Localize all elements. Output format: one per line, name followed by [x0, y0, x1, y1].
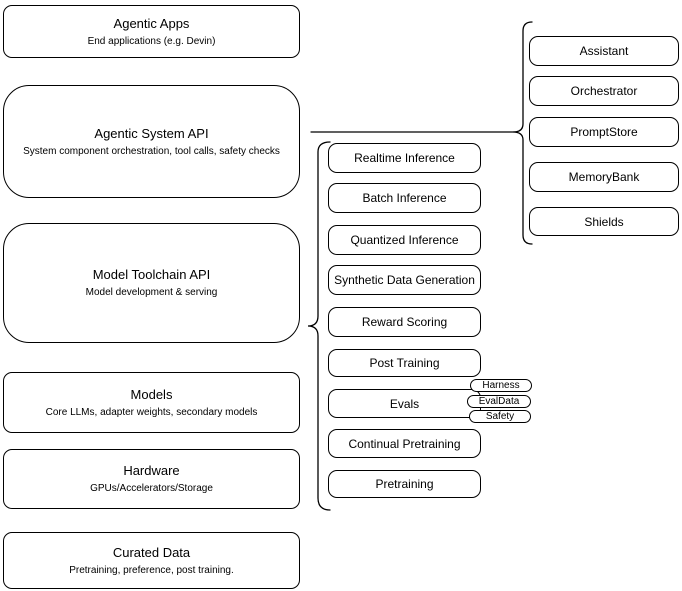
- node-subtitle: Model development & serving: [85, 287, 218, 298]
- node-label: Assistant: [579, 44, 629, 58]
- tag-safety: Safety: [469, 410, 531, 423]
- node-subtitle: Core LLMs, adapter weights, secondary mo…: [45, 406, 258, 418]
- node-orchestrator: Orchestrator: [529, 76, 679, 106]
- node-subtitle: Pretraining, preference, post training.: [69, 564, 234, 576]
- tag-label: EvalData: [478, 396, 520, 407]
- node-label: Evals: [389, 396, 420, 411]
- system-components-brace: [512, 21, 533, 245]
- node-reward-scoring: Reward Scoring: [328, 307, 481, 337]
- node-label: Continual Pretraining: [348, 436, 461, 451]
- node-title: Hardware: [123, 463, 180, 478]
- node-title: Models: [130, 386, 173, 402]
- node-curated-data: Curated Data Pretraining, preference, po…: [3, 532, 300, 589]
- node-label: Pretraining: [375, 477, 434, 491]
- node-evals: Evals: [328, 389, 481, 418]
- node-realtime-inference: Realtime Inference: [328, 143, 481, 173]
- node-continual-pretraining: Continual Pretraining: [328, 429, 481, 458]
- node-batch-inference: Batch Inference: [328, 183, 481, 213]
- node-shields: Shields: [529, 207, 679, 236]
- node-title: Curated Data: [112, 544, 191, 560]
- tag-evaldata: EvalData: [467, 395, 531, 408]
- node-synthetic-data-generation: Synthetic Data Generation: [328, 265, 481, 295]
- toolchain-components-brace: [307, 141, 331, 511]
- node-agentic-apps: Agentic Apps End applications (e.g. Devi…: [3, 5, 300, 58]
- node-subtitle: System component orchestration, tool cal…: [23, 145, 280, 157]
- node-title: Agentic Apps: [113, 15, 190, 31]
- node-subtitle: End applications (e.g. Devin): [87, 35, 216, 47]
- tag-label: Harness: [482, 380, 520, 391]
- node-label: Batch Inference: [362, 191, 447, 205]
- node-label: Reward Scoring: [361, 315, 448, 329]
- node-promptstore: PromptStore: [529, 117, 679, 147]
- node-agentic-system-api: Agentic System API System component orch…: [3, 85, 300, 198]
- node-quantized-inference: Quantized Inference: [328, 225, 481, 255]
- node-label: MemoryBank: [568, 170, 640, 184]
- node-hardware: Hardware GPUs/Accelerators/Storage: [3, 449, 300, 509]
- node-label: PromptStore: [570, 125, 638, 139]
- node-assistant: Assistant: [529, 36, 679, 66]
- node-model-toolchain-api: Model Toolchain API Model development & …: [3, 223, 300, 343]
- node-label: Post Training: [369, 356, 440, 370]
- node-title: Model Toolchain API: [92, 267, 211, 282]
- node-pretraining: Pretraining: [328, 470, 481, 498]
- node-label: Orchestrator: [570, 84, 638, 98]
- node-label: Shields: [584, 214, 624, 229]
- node-models: Models Core LLMs, adapter weights, secon…: [3, 372, 300, 433]
- node-post-training: Post Training: [328, 349, 481, 377]
- node-label: Synthetic Data Generation: [334, 273, 475, 287]
- tag-label: Safety: [485, 411, 515, 422]
- node-subtitle: GPUs/Accelerators/Storage: [90, 483, 213, 494]
- node-label: Realtime Inference: [354, 151, 455, 165]
- tag-harness: Harness: [470, 379, 532, 392]
- node-label: Quantized Inference: [350, 233, 459, 247]
- node-title: Agentic System API: [94, 125, 209, 141]
- node-memorybank: MemoryBank: [529, 162, 679, 192]
